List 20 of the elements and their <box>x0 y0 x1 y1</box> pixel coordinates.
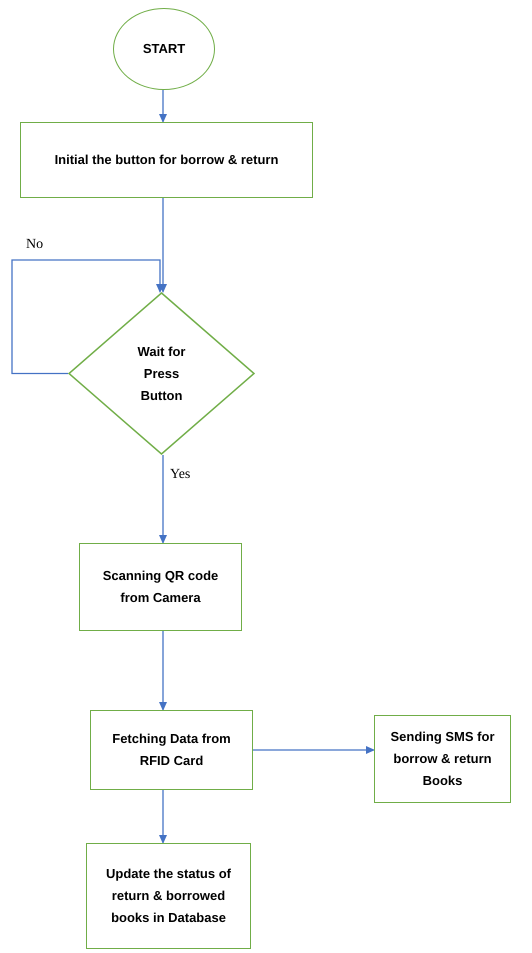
node-text: Update the status of return & borrowed books in Database <box>105 865 232 927</box>
process-box <box>79 543 242 631</box>
node-text: START <box>142 40 186 58</box>
node-text: Wait for Press Button <box>136 342 186 404</box>
process-box <box>20 122 313 198</box>
connector-arrow <box>159 198 167 293</box>
connector-arrow <box>253 746 375 754</box>
process-box <box>374 715 511 803</box>
connector-arrow <box>159 455 167 544</box>
node-text: Initial the button for borrow & return <box>54 151 280 169</box>
node-text: Fetching Data from RFID Card <box>111 730 232 770</box>
connector-arrow <box>159 90 167 123</box>
connector-arrow <box>159 790 167 844</box>
decision-diamond <box>68 292 255 455</box>
process-box <box>90 710 253 790</box>
node-text: Scanning QR code from Camera <box>102 567 220 607</box>
connector-arrow <box>11 259 164 374</box>
node-text: Sending SMS for borrow & return Books <box>390 728 496 790</box>
connector-arrow <box>159 631 167 711</box>
process-box <box>86 843 251 949</box>
